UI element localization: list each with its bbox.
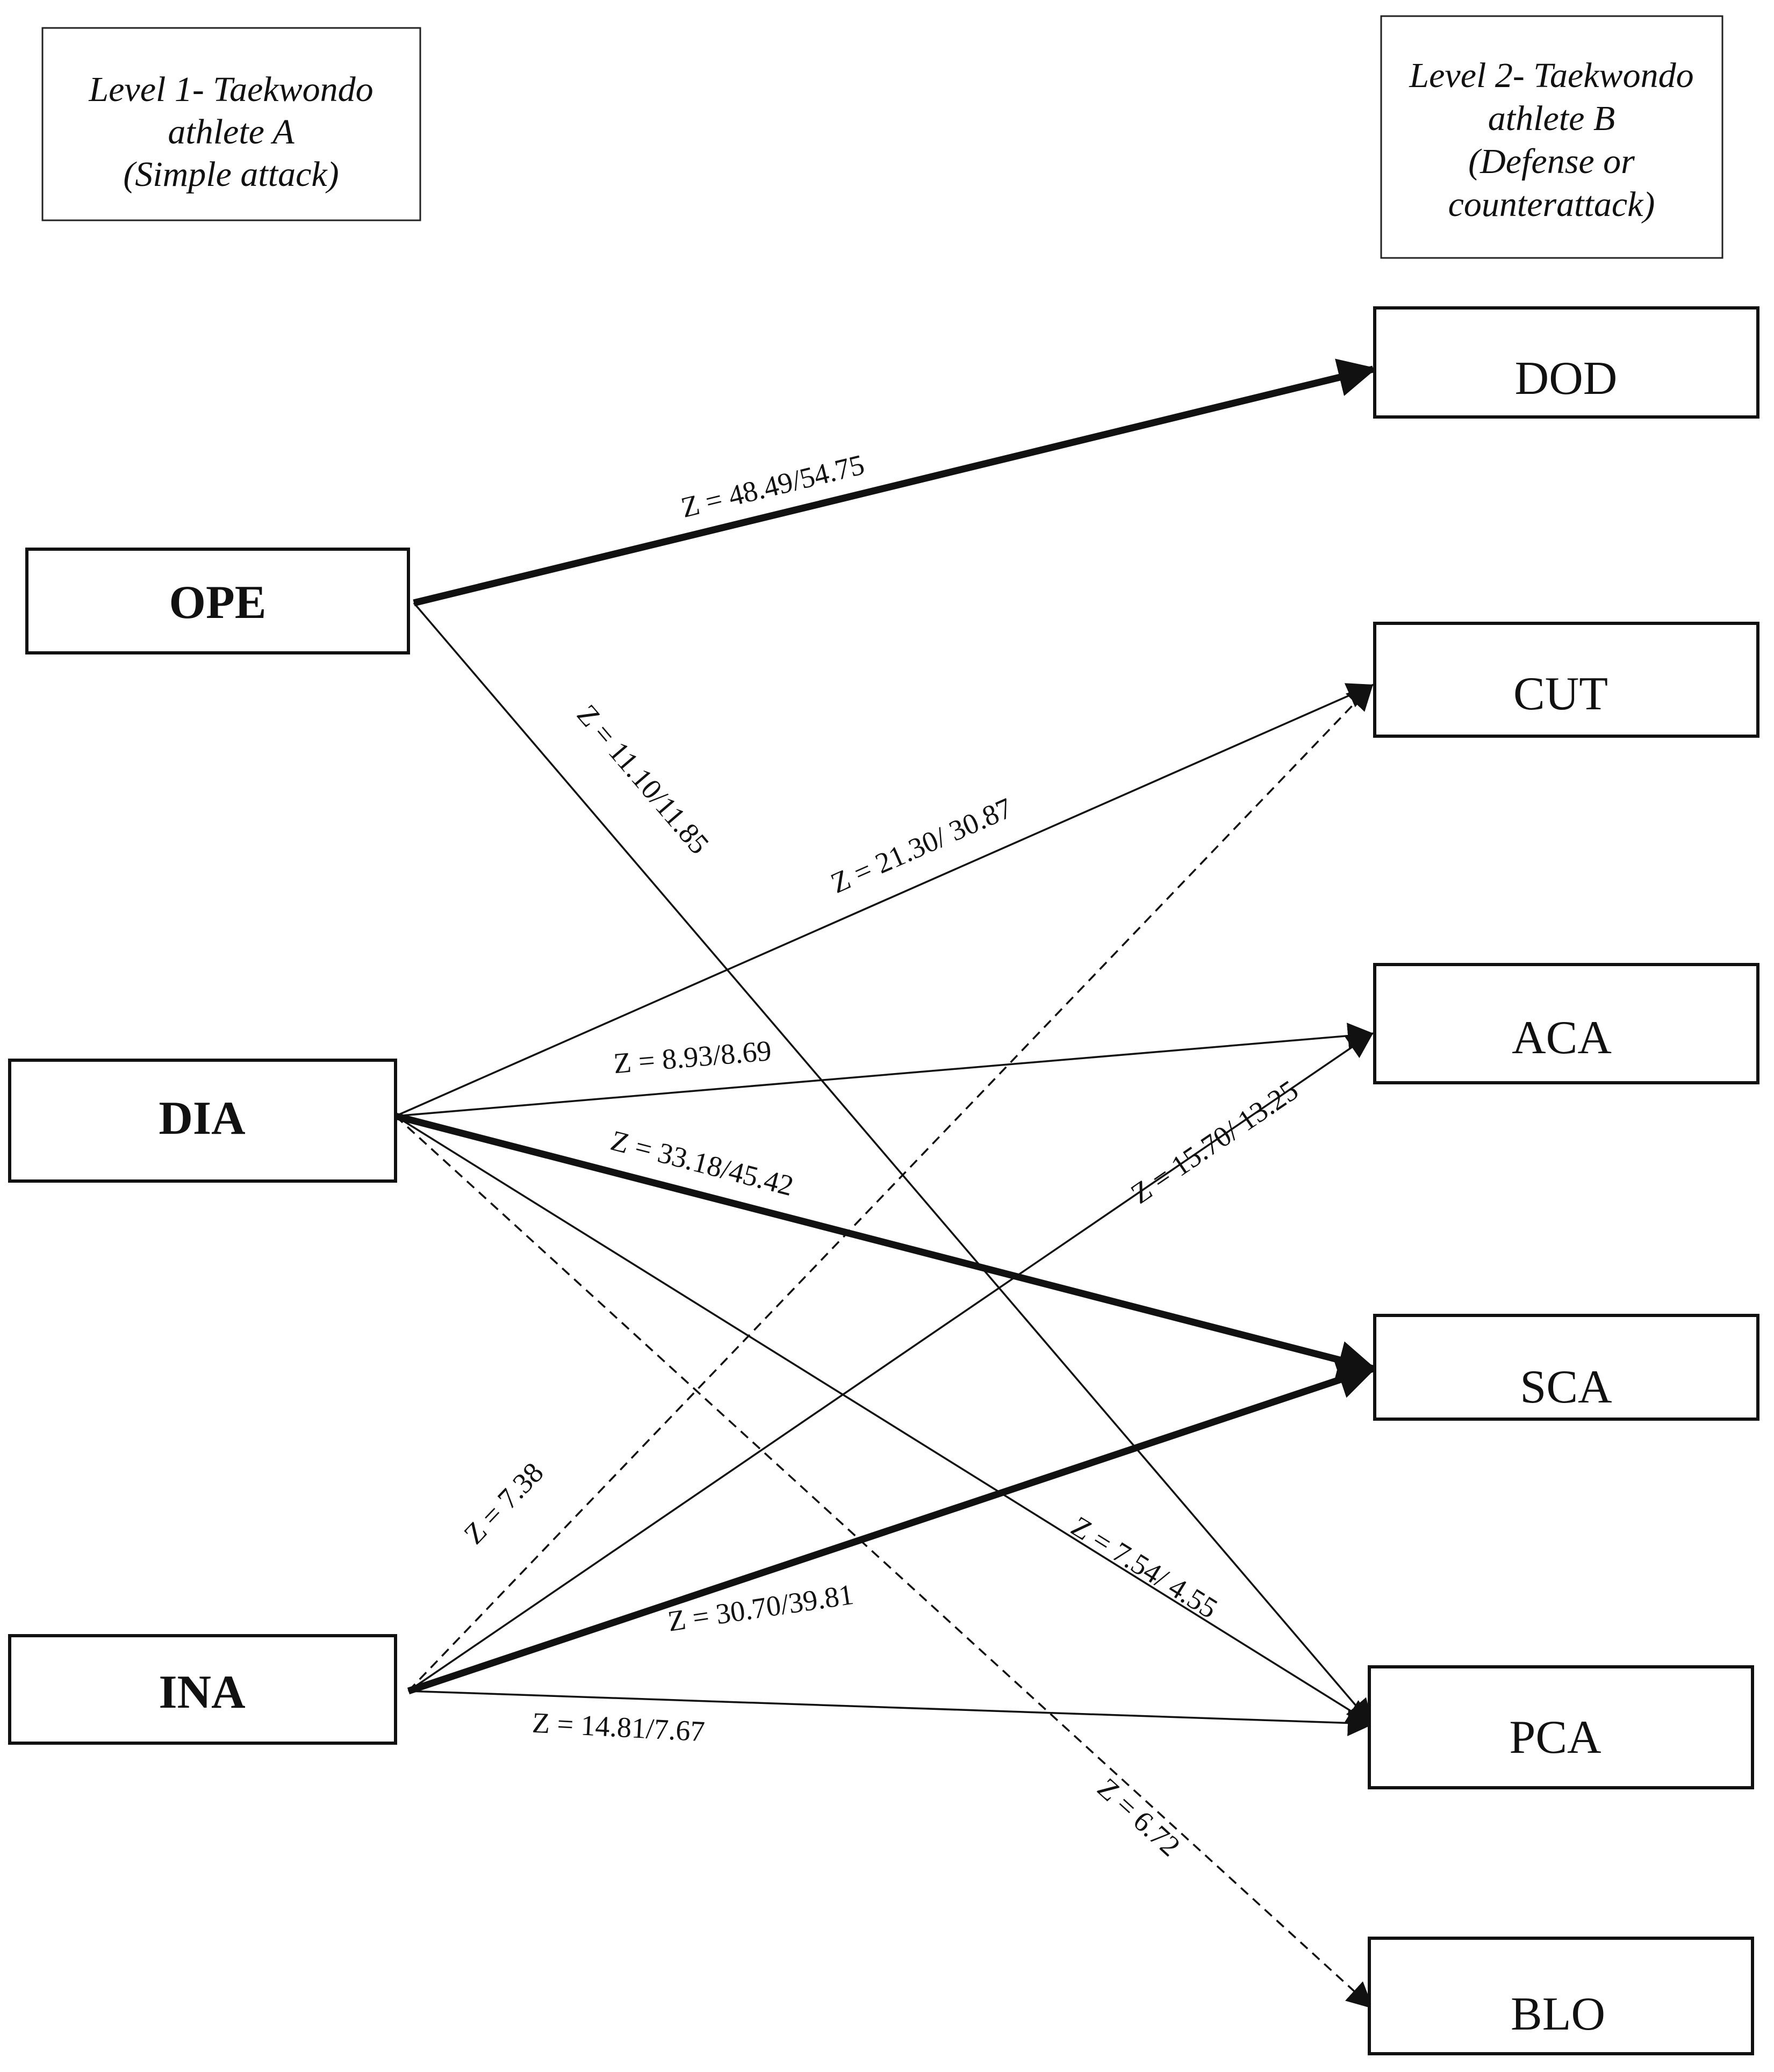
node-blo: BLO xyxy=(1368,1937,1754,2055)
level2-header-line-1: Level 2- Taekwondo xyxy=(1409,56,1693,95)
node-pca: PCA xyxy=(1368,1665,1754,1789)
edge-ope-dod xyxy=(413,358,1377,607)
edge-dia-blo xyxy=(394,1115,1374,2009)
node-dod-label: DOD xyxy=(1515,352,1618,405)
node-cut: CUT xyxy=(1373,622,1759,738)
level2-header-line-2: athlete B xyxy=(1488,99,1615,138)
edge-label-ina-sca: Z = 30.70/39.81 xyxy=(666,1578,856,1638)
edge-dia-cut xyxy=(395,683,1374,1117)
node-aca: ACA xyxy=(1373,963,1759,1084)
edge-label-ope-pca: Z = 11.10/11.85 xyxy=(571,699,715,860)
edge-label-dia-sca: Z = 33.18/45.42 xyxy=(607,1124,796,1202)
edge-ope-pca xyxy=(413,602,1374,1726)
level2-header: Level 2- Taekwondo athlete B (Defense or… xyxy=(1380,15,1723,259)
edge-ina-sca xyxy=(407,1361,1377,1695)
node-pca-label: PCA xyxy=(1509,1711,1601,1764)
level1-header-line-1: Level 1- Taekwondo xyxy=(88,70,373,109)
level2-header-line-3: (Defense or xyxy=(1468,142,1635,181)
node-dod: DOD xyxy=(1373,306,1759,419)
level1-header: Level 1- Taekwondo athlete A (Simple att… xyxy=(41,27,421,221)
edge-label-dia-blo: Z = 6.72 xyxy=(1091,1772,1187,1862)
node-aca-label: ACA xyxy=(1512,1012,1612,1064)
node-blo-label: BLO xyxy=(1511,1988,1605,2040)
node-ope-label: OPE xyxy=(169,577,267,629)
edge-label-ina-cut: Z = 7.38 xyxy=(457,1456,549,1550)
node-dia: DIA xyxy=(8,1059,397,1183)
node-ina: INA xyxy=(8,1634,397,1745)
edge-ina-aca xyxy=(408,1032,1374,1692)
level1-header-line-3: (Simple attack) xyxy=(123,155,339,194)
node-cut-label: CUT xyxy=(1513,668,1608,720)
level1-header-line-2: athlete A xyxy=(168,112,295,152)
edge-ina-pca xyxy=(408,1690,1374,1736)
edge-dia-sca xyxy=(394,1112,1377,1379)
edge-label-dia-aca: Z = 8.93/8.69 xyxy=(612,1034,772,1080)
node-dia-label: DIA xyxy=(159,1092,245,1145)
edge-label-ina-aca: Z = 15.70/ 13.25 xyxy=(1125,1074,1304,1210)
edge-label-ina-pca: Z = 14.81/7.67 xyxy=(532,1707,706,1748)
node-ope: OPE xyxy=(25,548,410,654)
edge-ina-cut xyxy=(407,684,1374,1692)
node-ina-label: INA xyxy=(159,1666,245,1718)
edge-label-dia-pca: Z = 7.54/ 4.55 xyxy=(1066,1510,1223,1625)
edge-dia-aca xyxy=(395,1023,1374,1117)
level2-header-line-4: counterattack) xyxy=(1448,185,1655,224)
edge-dia-pca xyxy=(395,1115,1374,1725)
node-sca-label: SCA xyxy=(1520,1361,1612,1413)
node-sca: SCA xyxy=(1373,1314,1759,1421)
